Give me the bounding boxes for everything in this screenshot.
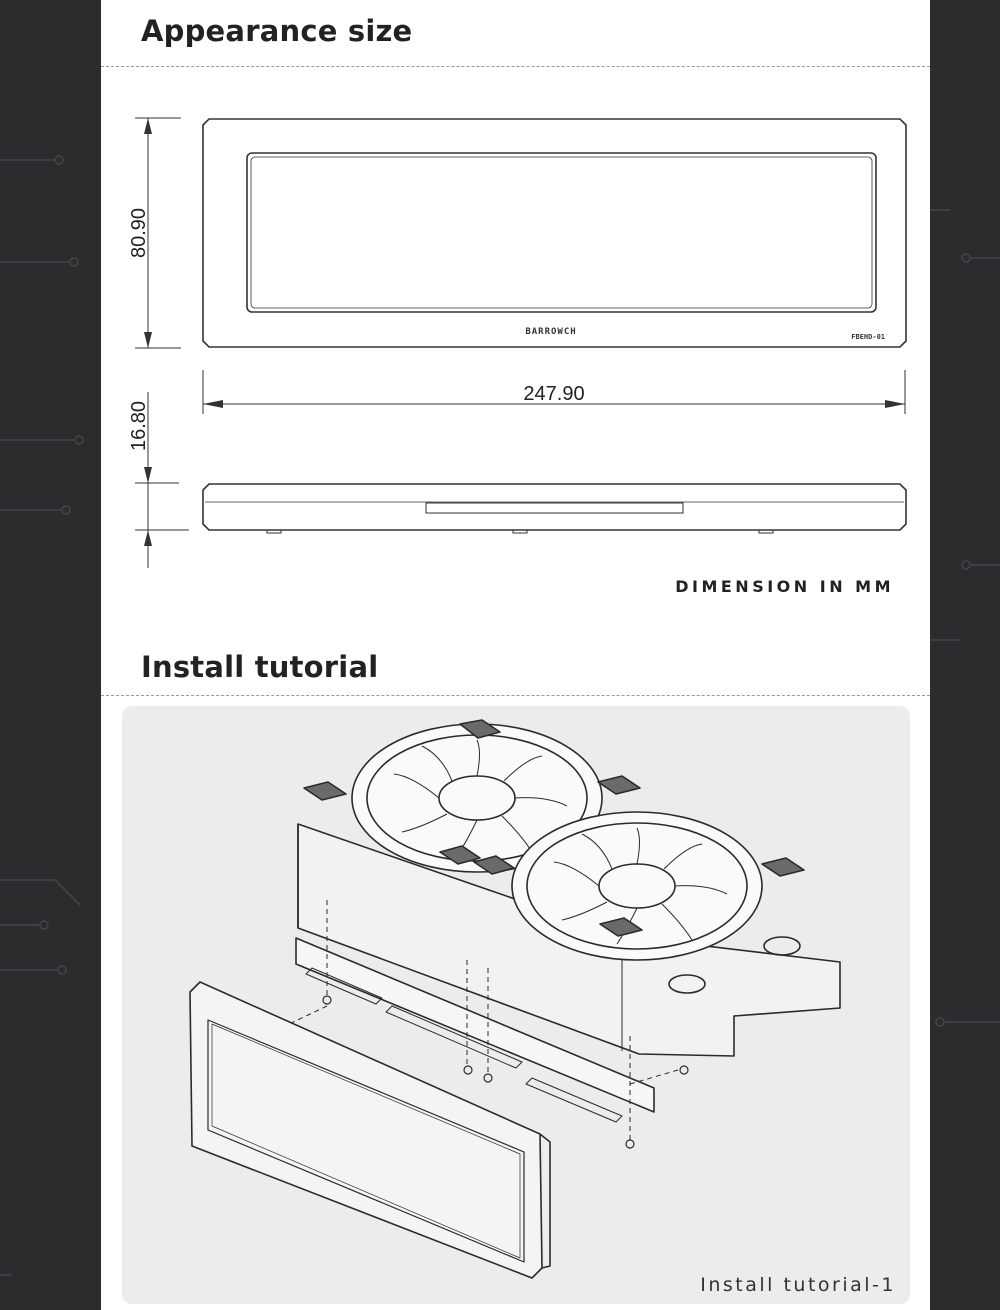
circuit-pattern-right: [930, 209, 1000, 1027]
install-illustration: [189, 719, 841, 1279]
install-divider: [101, 695, 930, 696]
circuit-pattern-left: [0, 155, 84, 1276]
model-code: FBEHD-01: [851, 333, 885, 341]
units-caption: DIMENSION IN MM: [675, 577, 894, 596]
width-dimension-label: 247.90: [523, 383, 584, 405]
dimension-drawing: 80.90 247.90 16.80 BARROWCH FBEHD-01: [128, 117, 907, 568]
fan-right: [511, 811, 763, 961]
right-side-strip: [930, 0, 1000, 1310]
side-view-outline: [202, 483, 907, 531]
height-dimension-label: 80.90: [128, 208, 150, 258]
brand-mark: BARROWCH: [525, 327, 576, 337]
fan-left: [351, 723, 603, 873]
install-caption: Install tutorial-1: [700, 1274, 896, 1296]
product-page: Appearance size: [101, 0, 930, 1310]
screen-area: [246, 152, 877, 313]
install-illustration-panel: Install tutorial-1: [122, 706, 910, 1304]
front-view-outline: [202, 118, 907, 348]
install-title: Install tutorial: [141, 650, 379, 684]
mounting-bracket: [295, 937, 655, 1113]
left-side-strip: [0, 0, 101, 1310]
appearance-title: Appearance size: [141, 14, 413, 48]
depth-dimension-label: 16.80: [128, 401, 150, 451]
appearance-divider: [101, 66, 930, 67]
